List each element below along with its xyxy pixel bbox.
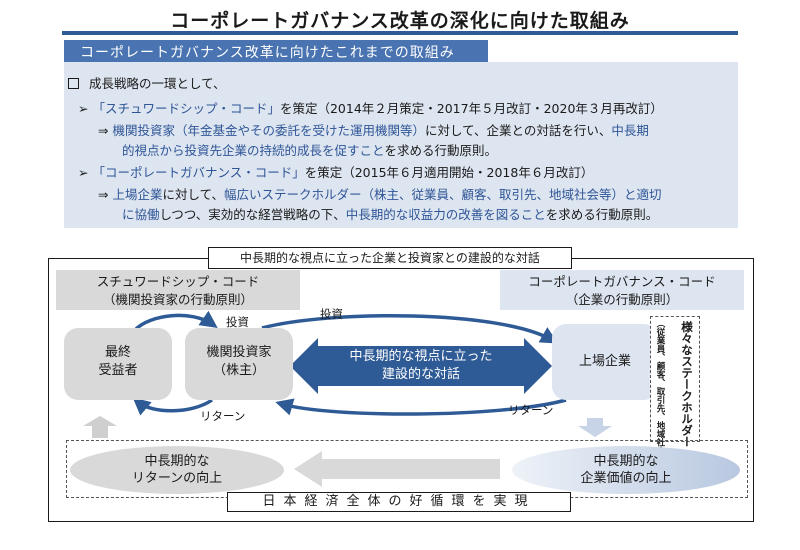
- arrow-bullet-icon: ➢: [78, 101, 93, 116]
- governance-code-header: コーポレートガバナンス・コード （企業の行動原則）: [500, 270, 744, 310]
- stakeholders-list: （従業員、顧客、取引先、地域社会）: [653, 319, 666, 464]
- code2-desc-part: しつつ、実効的な経営戦略の下、: [159, 207, 346, 222]
- implies-icon: ⇒: [98, 187, 113, 202]
- stewardship-code-title: スチュワードシップ・コード: [96, 274, 260, 289]
- code1-desc-part: 中長期: [611, 123, 649, 138]
- code2-line: ➢ 「コーポレートガバナンス・コード」を策定（2015年６月適用開始・2018年…: [78, 162, 593, 181]
- beneficiary-label: 最終: [104, 345, 131, 360]
- return-label-left: リターン: [200, 409, 246, 423]
- stakeholder-item: 地域社会）: [655, 421, 665, 464]
- final-beneficiary-node: 最終 受益者: [64, 328, 172, 400]
- code2-rest: を策定（2015年６月適用開始・2018年６月改訂）: [304, 165, 594, 180]
- code1-desc-line2: 的視点から投資先企業の持続的成長を促すことを求める行動原則。: [122, 140, 497, 159]
- value-improve-line2: 企業価値の向上: [580, 471, 672, 486]
- left-arrow-bottom: [294, 451, 500, 487]
- stakeholders-box: 様々なステークホルダー （従業員、顧客、取引先、地域社会）: [650, 316, 700, 464]
- stewardship-code-header: スチュワードシップ・コード （機関投資家の行動原則）: [56, 270, 300, 310]
- investment-arrow-left: [133, 310, 218, 332]
- code2-name: 「コーポレートガバナンス・コード」: [92, 165, 305, 180]
- return-improve-line2: リターンの向上: [131, 471, 223, 486]
- code2-desc-line1: ⇒ 上場企業に対して、幅広いステークホルダー（株主、従業員、顧客、取引先、地域社…: [98, 184, 662, 203]
- stakeholder-item: 取引先、: [655, 387, 665, 421]
- code1-desc-part: に対して、企業との対話を行い、: [424, 123, 612, 138]
- intro-bullet: 成長戦略の一環として、: [68, 73, 226, 92]
- up-arrow-left: [83, 416, 117, 438]
- value-improve-line1: 中長期的な: [593, 454, 659, 469]
- return-improve-line1: 中長期的な: [144, 454, 210, 469]
- down-arrow-right: [578, 418, 612, 437]
- dialogue-arrow-text: 中長期的な視点に立った 建設的な対話: [318, 348, 524, 384]
- return-arrow-right: [275, 398, 567, 416]
- code2-desc-part: 中長期的な収益力の改善を図ること: [345, 207, 546, 222]
- title-rule: [62, 31, 738, 35]
- return-label-right: リターン: [508, 403, 554, 417]
- code2-desc-part: を求める行動原則。: [545, 207, 659, 222]
- stakeholders-title: 様々なステークホルダー: [680, 321, 694, 448]
- stakeholder-item: 顧客、: [655, 361, 665, 388]
- beneficiary-label: 受益者: [98, 363, 138, 378]
- code2-desc-part: に協働: [122, 207, 160, 222]
- code1-line: ➢ 「スチュワードシップ・コード」を策定（2014年２月策定・2017年５月改訂…: [78, 98, 663, 117]
- dialogue-line1: 中長期的な視点に立った: [349, 349, 493, 364]
- page-title: コーポレートガバナンス改革の深化に向けた取組み: [170, 10, 630, 32]
- investor-label: 機関投資家: [206, 345, 272, 360]
- implies-icon: ⇒: [98, 123, 113, 138]
- dialogue-header: 中長期的な視点に立った企業と投資家との建設的な対話: [208, 247, 572, 269]
- code1-desc-line1: ⇒ 機関投資家（年金基金やその委託を受けた運用機関等）に対して、企業との対話を行…: [98, 120, 649, 139]
- code2-desc-part: 幅広いステークホルダー（株主、従業員、顧客、取引先、地域社会等）と適切: [223, 187, 662, 202]
- value-improvement-ellipse: 中長期的な 企業価値の向上: [512, 446, 740, 494]
- code1-name: 「スチュワードシップ・コード」: [92, 101, 280, 116]
- code1-desc-part: 的視点から投資先企業の持続的成長を促すこと: [122, 143, 385, 158]
- code1-desc-part: 機関投資家（年金基金やその委託を受けた運用機関等）: [112, 123, 425, 138]
- code2-desc-line2: に協働しつつ、実効的な経営戦略の下、中長期的な収益力の改善を図ることを求める行動…: [122, 204, 658, 223]
- institutional-investor-node: 機関投資家 （株主）: [185, 328, 293, 400]
- dialogue-double-arrow: [290, 338, 552, 394]
- section-label: コーポレートガバナンス改革に向けたこれまでの取組み: [80, 45, 455, 61]
- virtuous-cycle-banner: 日本経済全体の好循環を実現: [227, 492, 571, 512]
- code2-desc-part: 上場企業: [112, 187, 163, 202]
- governance-code-title: コーポレートガバナンス・コード: [528, 274, 716, 289]
- investor-sublabel: （株主）: [212, 363, 265, 378]
- dialogue-line2: 建設的な対話: [381, 367, 460, 382]
- code2-desc-part: に対して、: [162, 187, 224, 202]
- stewardship-code-subtitle: （機関投資家の行動原則）: [102, 292, 253, 307]
- investment-label-left: 投資: [226, 315, 249, 329]
- return-arrow-left: [132, 397, 214, 416]
- investment-arrow-right: [261, 313, 559, 344]
- section-bar: [64, 40, 488, 62]
- square-bullet-icon: [68, 78, 79, 89]
- code1-rest: を策定（2014年２月策定・2017年５月改訂・2020年３月再改訂）: [279, 101, 663, 116]
- stakeholder-item: （従業員、: [655, 319, 665, 362]
- investment-label-right: 投資: [320, 307, 343, 321]
- code1-desc-part: を求める行動原則。: [384, 143, 498, 158]
- listed-company-node: 上場企業: [552, 324, 658, 400]
- arrow-bullet-icon: ➢: [78, 165, 93, 180]
- intro-bullet-text: 成長戦略の一環として、: [89, 76, 226, 91]
- intro-box: 成長戦略の一環として、 ➢ 「スチュワードシップ・コード」を策定（2014年２月…: [64, 62, 738, 228]
- governance-code-subtitle: （企業の行動原則）: [565, 292, 679, 307]
- listed-company-label: 上場企業: [578, 354, 631, 369]
- return-improvement-ellipse: 中長期的な リターンの向上: [70, 446, 284, 494]
